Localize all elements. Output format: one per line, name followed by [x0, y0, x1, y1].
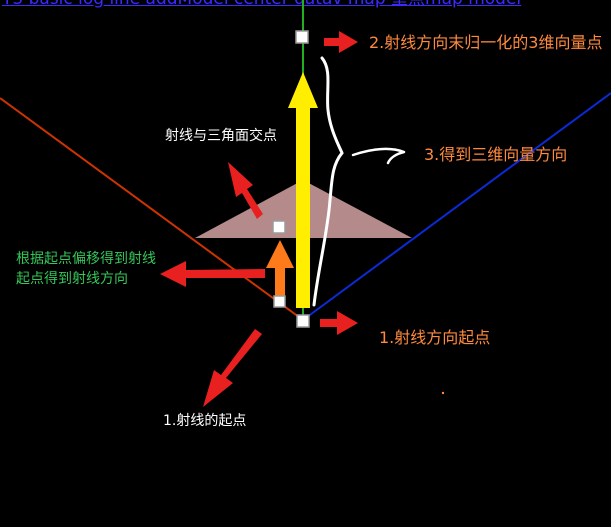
red-arrow-to-hit-label — [228, 162, 263, 219]
red-arrow-to-dir-start-label — [320, 311, 358, 335]
white-curly-arrow — [351, 147, 406, 165]
yellow-direction-arrow — [288, 72, 318, 308]
ray-start-point — [273, 295, 286, 308]
red-arrow-to-offset-label — [160, 261, 265, 287]
hit-point — [272, 220, 286, 234]
hit-point-label: 射线与三角面交点 — [165, 128, 277, 144]
dir-end-label: 2.射线方向末归一化的3维向量点 — [369, 33, 603, 52]
dir-start-point — [296, 314, 310, 328]
orange-offset-arrow — [266, 240, 294, 296]
get-3d-dir-label: 3.得到三维向量方向 — [424, 145, 568, 164]
white-brace — [312, 56, 344, 307]
page-link-title[interactable]: Y3 basic log line addModel center datav … — [2, 0, 521, 9]
red-arrow-to-start-label — [203, 329, 262, 407]
offset-note-label: 根据起点偏移得到射线起点得到射线方向 — [16, 251, 156, 287]
dir-start-label: 1.射线方向起点 — [379, 328, 491, 347]
dir-end-point — [295, 30, 309, 44]
red-diagonal-line — [0, 97, 304, 321]
ray-start-label: 1.射线的起点 — [163, 413, 247, 429]
blue-diagonal-line — [302, 92, 611, 321]
red-arrow-to-dir-end-label — [324, 31, 358, 53]
orange-speck — [441, 391, 445, 395]
